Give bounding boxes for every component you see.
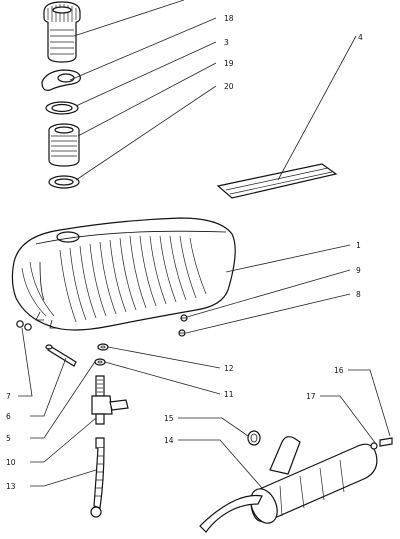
long-bolt (45, 344, 77, 367)
callout-15: 15 (164, 414, 174, 423)
washer-12 (97, 343, 109, 351)
callout-10: 10 (6, 458, 16, 467)
fuel-line (90, 437, 105, 518)
callout-19: 19 (224, 59, 234, 68)
pipe-clamp (247, 430, 261, 446)
callout-3: 3 (224, 38, 229, 47)
filler-cap (43, 1, 81, 63)
callout-18: 18 (224, 14, 234, 23)
callout-12: 12 (224, 364, 234, 373)
fuel-tank (11, 217, 236, 331)
screw-9 (180, 314, 188, 322)
callout-9: 9 (356, 266, 361, 275)
callout-16: 16 (334, 366, 344, 375)
fuel-tap (91, 375, 129, 425)
callout-5: 5 (6, 434, 11, 443)
washer-11 (94, 358, 106, 366)
silencer (199, 436, 378, 533)
sealing-ring (48, 175, 80, 189)
leader-lines (18, 0, 391, 489)
callout-7: 7 (6, 392, 11, 401)
nut-washer (16, 320, 32, 331)
callout-1: 1 (356, 241, 361, 250)
washer-17 (370, 442, 378, 450)
filler-neck (48, 123, 80, 167)
felt-strip (216, 163, 338, 199)
callout-labels: 18 3 19 20 4 1 9 8 7 6 5 12 11 10 13 15 … (6, 14, 363, 491)
callout-4: 4 (358, 33, 363, 42)
callout-20: 20 (224, 82, 234, 91)
bolt-16 (379, 437, 393, 447)
callout-14: 14 (164, 436, 174, 445)
screw-8 (178, 329, 186, 337)
bracket-part (41, 69, 81, 91)
callout-13: 13 (6, 482, 16, 491)
callout-17: 17 (306, 392, 316, 401)
callout-8: 8 (356, 290, 361, 299)
callout-6: 6 (6, 412, 11, 421)
callout-11: 11 (224, 390, 234, 399)
gasket-ring (45, 101, 79, 115)
